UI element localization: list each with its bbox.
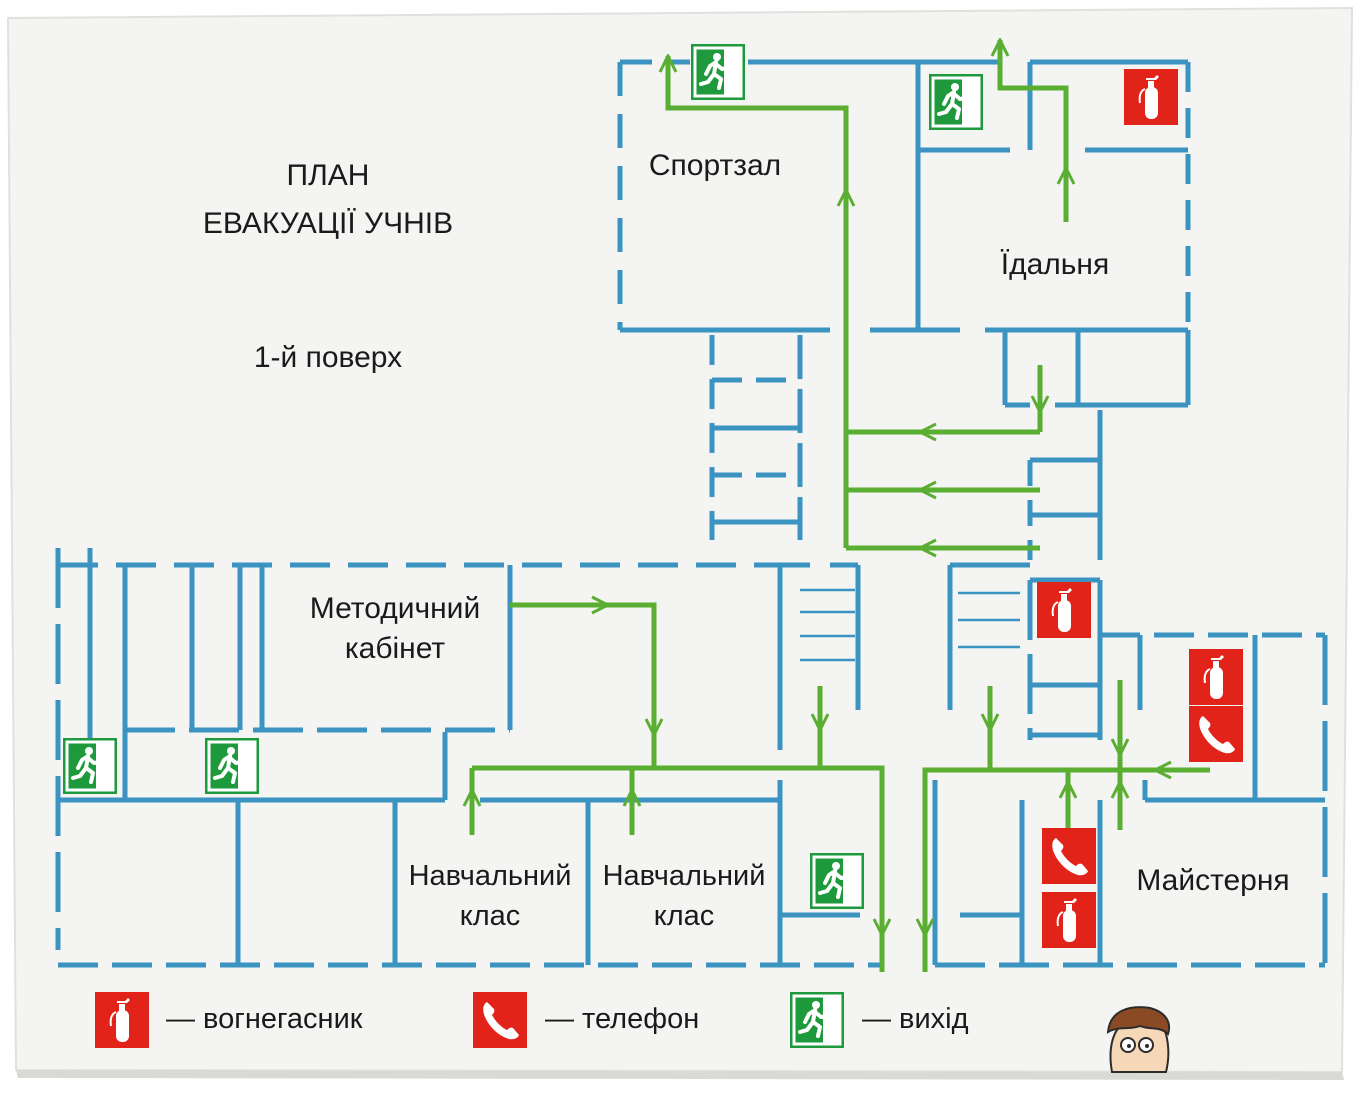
exit-icon xyxy=(929,74,983,130)
exit-icon xyxy=(810,853,864,909)
room-label-class-1-line2: клас xyxy=(459,900,521,932)
room-label-canteen: Їдальня xyxy=(1000,248,1110,281)
exit-icon xyxy=(63,738,117,794)
room-label-methodical-line1: Методичний xyxy=(309,592,481,625)
exit-icon xyxy=(691,44,745,100)
plan-title: ПЛАН xyxy=(286,159,370,192)
fire-extinguisher-icon xyxy=(1189,649,1243,705)
fire-extinguisher-icon xyxy=(1037,582,1091,638)
room-label-class-2-line1: Навчальний xyxy=(602,860,766,892)
walls xyxy=(55,59,1328,968)
room-label-workshop: Майстерня xyxy=(1136,864,1290,897)
plan-subtitle: ЕВАКУАЦІЇ УЧНІВ xyxy=(202,207,454,240)
room-label-gym: Спортзал xyxy=(648,149,782,182)
fire-extinguisher-icon xyxy=(1042,892,1096,948)
room-label-class-2-line2: клас xyxy=(653,900,715,932)
room-label-class-1-line1: Навчальний xyxy=(408,860,572,892)
floor-label: 1-й поверх xyxy=(253,341,403,374)
legend-extinguisher-icon xyxy=(95,992,149,1048)
paper-shadow xyxy=(16,1070,1344,1080)
cartoon-character-icon xyxy=(1106,1006,1170,1073)
evacuation-routes xyxy=(472,40,1210,972)
fire-extinguisher-icon xyxy=(1124,69,1178,125)
exit-icon xyxy=(205,738,259,794)
legend-exit-icon xyxy=(790,992,844,1048)
legend-exit-label: — вихід xyxy=(862,1003,969,1035)
legend-phone-label: — телефон xyxy=(545,1003,700,1035)
phone-icon xyxy=(1189,706,1243,762)
legend-extinguisher-label: — вогнегасник xyxy=(166,1003,363,1035)
phone-icon xyxy=(1042,828,1096,884)
room-label-methodical-line2: кабінет xyxy=(344,632,446,665)
legend-phone-icon xyxy=(473,992,527,1048)
